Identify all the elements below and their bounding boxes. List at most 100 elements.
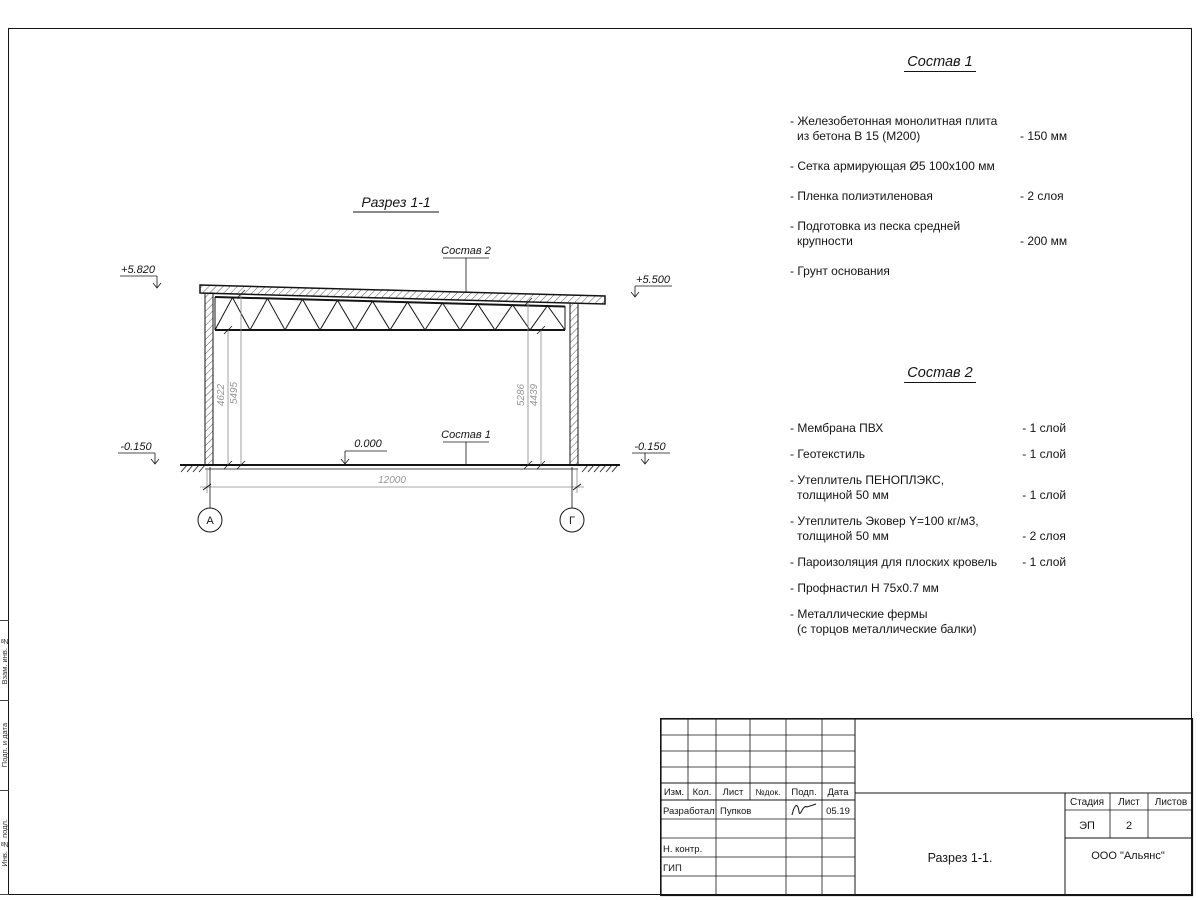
roof-truss [214, 296, 566, 332]
col-izm: Изм. [664, 787, 684, 798]
spec-item-value: - 2 слоя [1020, 189, 1064, 203]
spec-item-text: - Пароизоляция для плоских кровель [790, 555, 1022, 570]
stamp-label: Инв. № подл. [0, 818, 9, 867]
sheet-label: Лист [1118, 797, 1140, 808]
spec-item: - Пароизоляция для плоских кровель - 1 с… [790, 555, 1090, 570]
developer-role: Разработал [663, 806, 715, 817]
spec-line: - Пароизоляция для плоских кровель [790, 555, 998, 569]
ground-line [180, 464, 620, 473]
sheet-value: 2 [1126, 820, 1132, 832]
dimension-heights: 4622 5495 5286 4439 [216, 289, 546, 470]
leader-label: Состав 2 [441, 245, 491, 257]
stamp-box-inv-podl: Инв. № подл. [0, 790, 9, 895]
col-list: Лист [723, 787, 744, 798]
gip-role: ГИП [663, 863, 682, 874]
left-wall [204, 292, 214, 466]
elev-value: -0.150 [120, 441, 152, 453]
dimension-span: 12000 [200, 468, 584, 493]
signature [791, 803, 817, 816]
spec-item-text: - Профнастил Н 75х0.7 мм [790, 581, 1022, 596]
spec-line: - Грунт основания [790, 264, 890, 278]
spec-line: - Утеплитель Эковер Y=100 кг/м3, [790, 514, 979, 528]
ncontrol-role: Н. контр. [663, 844, 702, 855]
spec-item-value: - 2 слоя [1022, 529, 1066, 543]
heading-text: Состав 1 [904, 54, 976, 72]
spec-item-text: - Сетка армирующая Ø5 100х100 мм [790, 159, 1020, 174]
spec-item-value: - 1 слой [1022, 421, 1067, 435]
composition-2-list: Состав 2 - Мембрана ПВХ - 1 слой - Геоте… [790, 365, 1090, 648]
developer-date: 05.19 [826, 806, 850, 817]
spec-item-value: - 150 мм [1020, 129, 1068, 143]
dim-right-outer: 4439 [529, 383, 540, 406]
stamp-box-vzam-inv: Взам. инв. № [0, 620, 9, 700]
spec-line: - Пленка полиэтиленовая [790, 189, 933, 203]
spec-line: - Металлические фермы [790, 607, 928, 621]
col-data: Дата [827, 787, 849, 798]
spec-line: толщиной 50 мм [797, 488, 889, 502]
spec-item-text: - Железобетонная монолитная плита из бет… [790, 114, 1020, 144]
spec-item: - Профнастил Н 75х0.7 мм [790, 581, 1090, 596]
dim-span-value: 12000 [378, 475, 406, 486]
spec-item-text: - Геотекстиль [790, 447, 1022, 462]
right-wall [569, 302, 579, 466]
elev-value: +5.820 [121, 264, 156, 276]
spec-item: - Железобетонная монолитная плита из бет… [790, 114, 1090, 144]
spec-item: - Геотекстиль - 1 слой [790, 447, 1090, 462]
doc-title: Разрез 1-1. [928, 851, 993, 865]
spec-line: - Профнастил Н 75х0.7 мм [790, 581, 939, 595]
stamp-label: Взам. инв. № [0, 636, 9, 685]
roof-slab [199, 284, 606, 305]
spec-item: - Утеплитель ПЕНОПЛЭКС, толщиной 50 мм -… [790, 473, 1090, 503]
title-block: Изм. Кол. Лист №док. Подп. Дата Разработ… [660, 718, 1194, 897]
spec-item: - Мембрана ПВХ - 1 слой [790, 421, 1090, 436]
spec-item-value: - 1 слой [1022, 488, 1067, 502]
spec-line: из бетона В 15 (М200) [797, 129, 921, 143]
axis-g: Г [559, 467, 585, 533]
spec-item: - Металлические фермы (с торцов металлич… [790, 607, 1090, 637]
elevation-zero: 0.000 [340, 438, 387, 465]
section-drawing: Разрез 1-1 12000 [118, 194, 672, 533]
elev-value: 0.000 [354, 438, 382, 450]
spec-item: - Сетка армирующая Ø5 100х100 мм [790, 159, 1090, 174]
elevation-top-right: +5.500 [630, 274, 672, 298]
spec-item-value: - 1 слой [1022, 447, 1067, 461]
spec-line: - Подготовка из песка средней [790, 219, 961, 233]
spec-item: - Грунт основания [790, 264, 1090, 279]
spec-item: - Пленка полиэтиленовая - 2 слоя [790, 189, 1090, 204]
composition-2-heading: Состав 2 [790, 365, 1090, 383]
axis-letter: Г [569, 515, 575, 527]
section-title: Разрез 1-1 [361, 194, 430, 210]
spec-item-text: - Подготовка из песка средней крупности [790, 219, 1020, 249]
stamp-label: Подп. и дата [0, 723, 9, 768]
axis-letter: А [206, 515, 214, 527]
composition-1-heading: Состав 1 [790, 54, 1090, 72]
spec-item-text: - Утеплитель ПЕНОПЛЭКС, толщиной 50 мм [790, 473, 1022, 503]
elevation-bottom-right: -0.150 [632, 441, 670, 465]
sheets-label: Листов [1155, 797, 1188, 808]
stage-label: Стадия [1070, 797, 1104, 808]
col-ndok: №док. [756, 787, 781, 797]
leader-roof-composition: Состав 2 [441, 245, 491, 292]
company-name: ООО "Альянс" [1091, 850, 1165, 862]
spec-line: - Сетка армирующая Ø5 100х100 мм [790, 159, 995, 173]
spec-item-text: - Пленка полиэтиленовая [790, 189, 1020, 204]
spec-line: - Железобетонная монолитная плита [790, 114, 998, 128]
spec-line: (с торцов металлические балки) [797, 622, 977, 636]
heading-text: Состав 2 [904, 365, 976, 383]
stamp-box-podp-data: Подп. и дата [0, 700, 9, 790]
spec-item: - Подготовка из песка средней крупности … [790, 219, 1090, 249]
col-podp: Подп. [791, 787, 816, 798]
spec-item: - Утеплитель Эковер Y=100 кг/м3, толщино… [790, 514, 1090, 544]
spec-line: - Утеплитель ПЕНОПЛЭКС, [790, 473, 945, 487]
title-block-border [660, 718, 1194, 897]
spec-item-text: - Утеплитель Эковер Y=100 кг/м3, толщино… [790, 514, 1022, 544]
spec-line: толщиной 50 мм [797, 529, 889, 543]
col-kol: Кол. [693, 787, 712, 798]
leader-label: Состав 1 [441, 429, 491, 441]
elevation-bottom-left: -0.150 [118, 441, 160, 465]
spec-item-text: - Грунт основания [790, 264, 1020, 279]
sheet-frame [8, 28, 1192, 895]
leader-floor-composition: Состав 1 [441, 429, 491, 464]
axis-a: А [197, 467, 223, 533]
spec-item-value: - 200 мм [1020, 234, 1068, 248]
